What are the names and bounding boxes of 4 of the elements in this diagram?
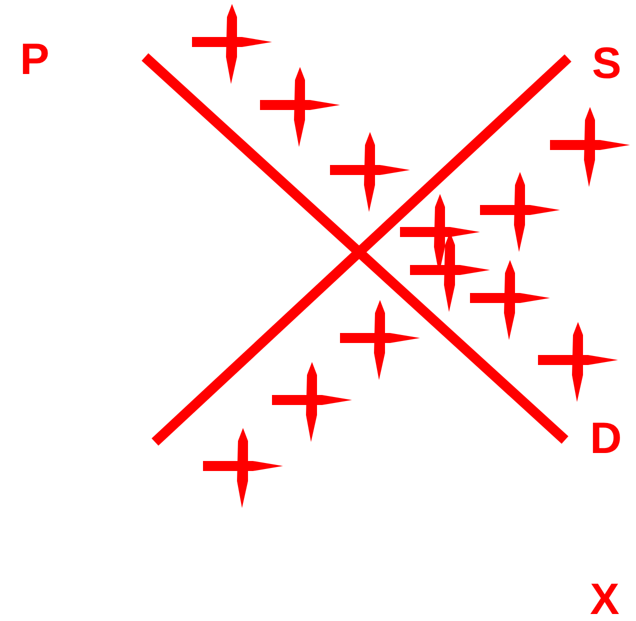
- axis-label: X: [590, 578, 620, 621]
- axis-label: D: [590, 417, 622, 461]
- axis-label: S: [592, 42, 622, 86]
- axis-label: P: [20, 38, 50, 82]
